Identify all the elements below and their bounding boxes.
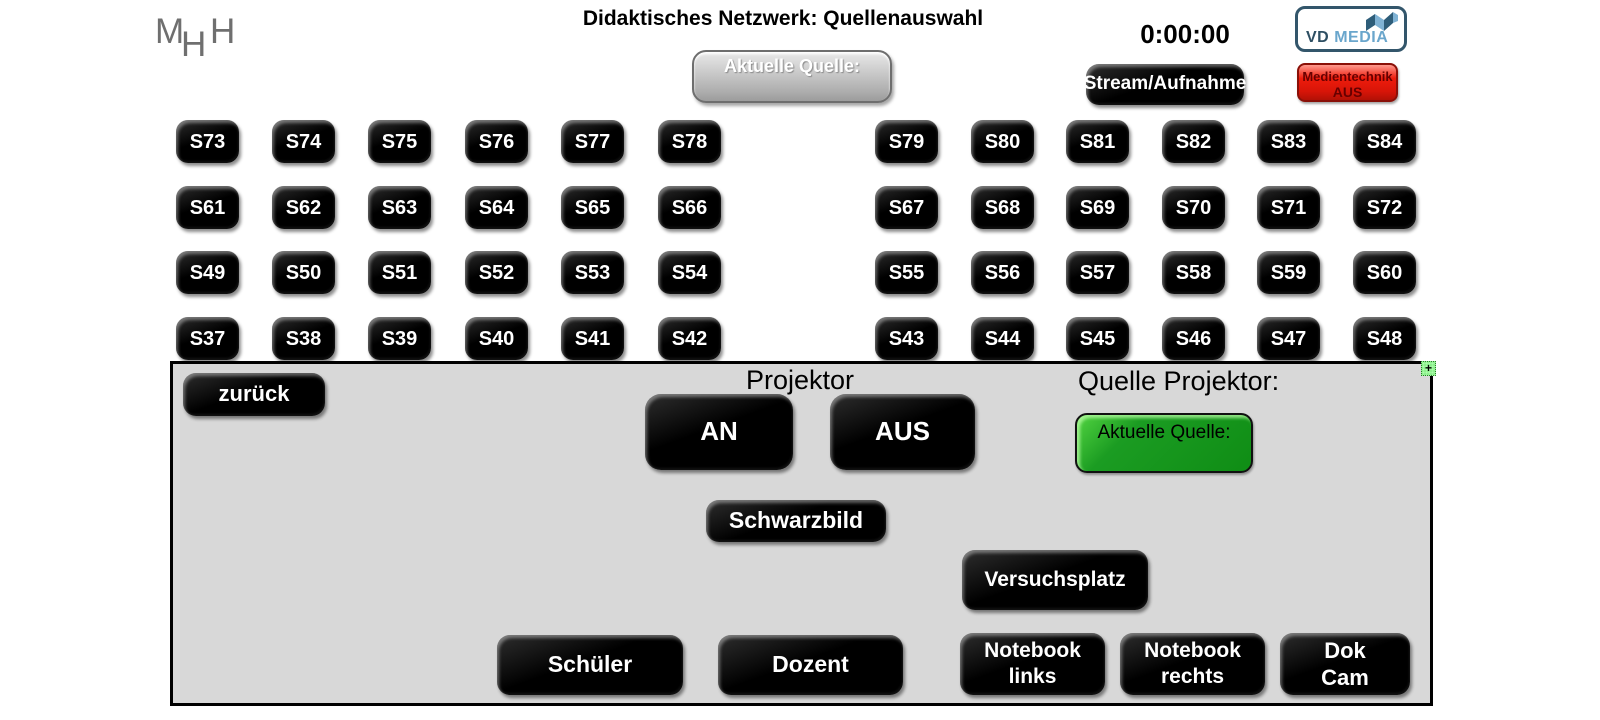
seat-button-s66[interactable]: S66 xyxy=(658,186,721,229)
seat-button-s55[interactable]: S55 xyxy=(875,251,938,294)
seat-button-s83[interactable]: S83 xyxy=(1257,120,1320,163)
mhh-logo-letter-m: M xyxy=(155,12,185,51)
seat-button-s58[interactable]: S58 xyxy=(1162,251,1225,294)
seat-button-s74[interactable]: S74 xyxy=(272,120,335,163)
seat-button-s37[interactable]: S37 xyxy=(176,317,239,360)
seat-button-s41[interactable]: S41 xyxy=(561,317,624,360)
page-title: Didaktisches Netzwerk: Quellenauswahl xyxy=(582,7,984,30)
seat-button-s79[interactable]: S79 xyxy=(875,120,938,163)
seat-button-s44[interactable]: S44 xyxy=(971,317,1034,360)
dok-cam-button[interactable]: Dok Cam xyxy=(1280,633,1410,695)
seat-button-s53[interactable]: S53 xyxy=(561,251,624,294)
seat-button-s47[interactable]: S47 xyxy=(1257,317,1320,360)
seat-button-s40[interactable]: S40 xyxy=(465,317,528,360)
seat-button-s45[interactable]: S45 xyxy=(1066,317,1129,360)
seat-button-s78[interactable]: S78 xyxy=(658,120,721,163)
projector-off-button[interactable]: AUS xyxy=(830,394,975,470)
seat-button-s84[interactable]: S84 xyxy=(1353,120,1416,163)
seat-button-s68[interactable]: S68 xyxy=(971,186,1034,229)
seat-button-s60[interactable]: S60 xyxy=(1353,251,1416,294)
schueler-button[interactable]: Schüler xyxy=(497,635,683,695)
seat-button-s67[interactable]: S67 xyxy=(875,186,938,229)
projector-panel: Projektor zurück AN AUS Quelle Projektor… xyxy=(170,361,1433,706)
seat-button-s70[interactable]: S70 xyxy=(1162,186,1225,229)
seat-button-s76[interactable]: S76 xyxy=(465,120,528,163)
current-source-button-label: Aktuelle Quelle: xyxy=(723,56,861,76)
projector-current-source-button[interactable]: Aktuelle Quelle: xyxy=(1075,413,1253,473)
recording-timer: 0:00:00 xyxy=(1140,19,1230,49)
seat-button-s72[interactable]: S72 xyxy=(1353,186,1416,229)
seat-button-s46[interactable]: S46 xyxy=(1162,317,1225,360)
seat-button-s54[interactable]: S54 xyxy=(658,251,721,294)
seat-button-s71[interactable]: S71 xyxy=(1257,186,1320,229)
vdmedia-logo: VD MEDIA xyxy=(1295,6,1407,52)
seat-button-s52[interactable]: S52 xyxy=(465,251,528,294)
seat-button-s50[interactable]: S50 xyxy=(272,251,335,294)
seat-button-s65[interactable]: S65 xyxy=(561,186,624,229)
seat-button-s57[interactable]: S57 xyxy=(1066,251,1129,294)
projector-panel-title: Projektor xyxy=(745,365,855,395)
seat-button-s61[interactable]: S61 xyxy=(176,186,239,229)
seat-button-s69[interactable]: S69 xyxy=(1066,186,1129,229)
seat-button-s75[interactable]: S75 xyxy=(368,120,431,163)
seat-button-s80[interactable]: S80 xyxy=(971,120,1034,163)
current-source-button[interactable]: Aktuelle Quelle: xyxy=(692,50,892,103)
medientechnik-aus-button[interactable]: Medientechnik AUS xyxy=(1297,63,1398,102)
seat-button-s51[interactable]: S51 xyxy=(368,251,431,294)
vdmedia-logo-text: VD MEDIA xyxy=(1306,29,1389,46)
projector-source-label: Quelle Projektor: xyxy=(1078,366,1280,396)
stream-record-button[interactable]: Stream/Aufnahme xyxy=(1084,64,1246,105)
seat-button-s38[interactable]: S38 xyxy=(272,317,335,360)
mhh-logo-letter-h2: H xyxy=(210,12,236,51)
projector-on-button[interactable]: AN xyxy=(645,394,793,470)
seat-button-s63[interactable]: S63 xyxy=(368,186,431,229)
dozent-button[interactable]: Dozent xyxy=(718,635,903,695)
seat-button-s82[interactable]: S82 xyxy=(1162,120,1225,163)
blackout-button[interactable]: Schwarzbild xyxy=(706,500,886,542)
mhh-logo-letter-h1: H xyxy=(181,25,207,64)
seat-button-s48[interactable]: S48 xyxy=(1353,317,1416,360)
seat-button-s42[interactable]: S42 xyxy=(658,317,721,360)
panel-expand-icon[interactable]: + xyxy=(1421,361,1436,376)
seat-button-s56[interactable]: S56 xyxy=(971,251,1034,294)
seat-button-s77[interactable]: S77 xyxy=(561,120,624,163)
seat-button-s43[interactable]: S43 xyxy=(875,317,938,360)
seat-button-s62[interactable]: S62 xyxy=(272,186,335,229)
seat-button-s59[interactable]: S59 xyxy=(1257,251,1320,294)
versuchsplatz-button[interactable]: Versuchsplatz xyxy=(962,550,1148,610)
vdmedia-logo-icon xyxy=(1366,12,1398,31)
seat-button-s73[interactable]: S73 xyxy=(176,120,239,163)
back-button[interactable]: zurück xyxy=(183,373,325,416)
projector-current-source-label: Aktuelle Quelle: xyxy=(1097,422,1231,443)
seat-button-s64[interactable]: S64 xyxy=(465,186,528,229)
seat-button-s49[interactable]: S49 xyxy=(176,251,239,294)
notebook-right-button[interactable]: Notebook rechts xyxy=(1120,633,1265,695)
seat-button-s81[interactable]: S81 xyxy=(1066,120,1129,163)
seat-button-s39[interactable]: S39 xyxy=(368,317,431,360)
notebook-left-button[interactable]: Notebook links xyxy=(960,633,1105,695)
